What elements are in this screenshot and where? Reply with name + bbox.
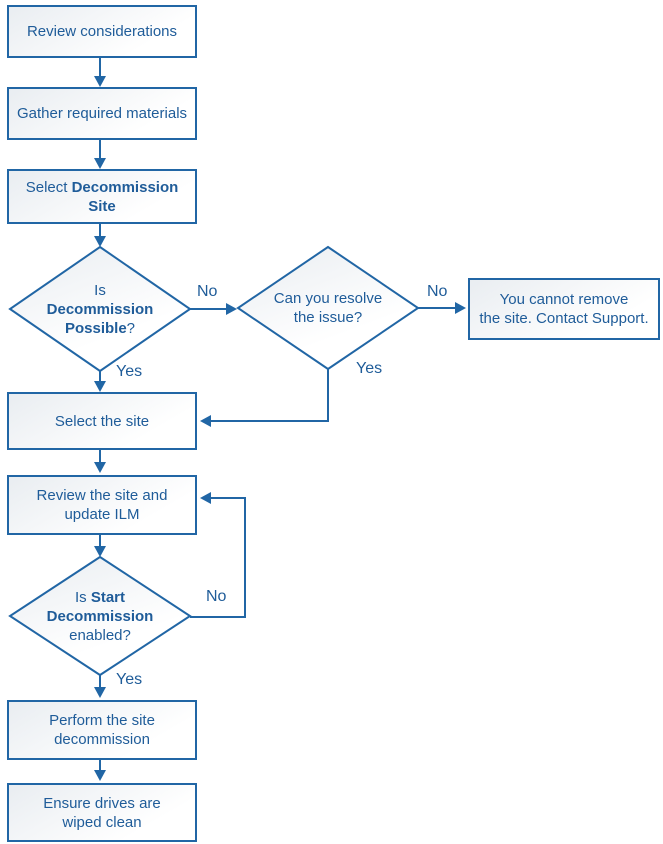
label-diamond2-no: No [427, 283, 448, 300]
diamond-is-start-decommission-enabled [8, 555, 192, 677]
arrowhead-diamond3-yes [94, 687, 106, 698]
label-diamond1-no: No [197, 283, 218, 300]
cannot-remove-line1: You cannot remove [499, 291, 629, 308]
diamond-is-decommission-possible [8, 245, 192, 373]
label-diamond3-yes: Yes [116, 671, 143, 688]
node-review-considerations-label: Review considerations [26, 23, 178, 40]
node-perform-site-decommission: Perform the site decommission [7, 700, 197, 760]
node-select-the-site-label: Select the site [54, 412, 150, 430]
node-review-considerations: Review considerations [7, 5, 197, 58]
node-gather-required-materials: Gather required materials [7, 87, 197, 140]
review-ilm-line2: update ILM [64, 506, 140, 523]
node-select-decommission-site-label: Select Decommission Site [15, 178, 189, 216]
arrowhead-gather-to-select-decommission [94, 158, 106, 169]
arrowhead-diamond1-yes [94, 381, 106, 392]
perform-decommission-line2: decommission [54, 731, 150, 748]
label-diamond3-no: No [206, 588, 227, 605]
node-cannot-remove-site: You cannot remove the site. Contact Supp… [468, 278, 660, 340]
node-ensure-drives-wiped: Ensure drives are wiped clean [7, 783, 197, 842]
arrowhead-select-site-to-review-ilm [94, 462, 106, 473]
arrowhead-review-ilm-to-diamond3 [94, 546, 106, 557]
node-gather-required-materials-label: Gather required materials [16, 105, 188, 122]
node-select-decommission-site: Select Decommission Site [7, 169, 197, 224]
cannot-remove-line2: the site. Contact Support. [479, 310, 649, 327]
diamond-can-you-resolve [236, 245, 420, 371]
select-decommission-prefix: Select [25, 178, 72, 196]
perform-decommission-line1: Perform the site [49, 712, 155, 729]
review-ilm-line1: Review the site and [36, 487, 168, 504]
arrowhead-review-to-gather [94, 76, 106, 87]
ensure-drives-line1: Ensure drives are [43, 794, 161, 812]
edge-diamond2-yes [211, 369, 329, 422]
edge-diamond3-no-loop [190, 497, 246, 618]
node-select-the-site: Select the site [7, 392, 197, 450]
arrowhead-diamond3-no-loop [200, 492, 211, 504]
arrowhead-diamond2-yes [200, 415, 211, 427]
label-diamond2-yes: Yes [356, 360, 383, 377]
node-review-site-update-ilm: Review the site and update ILM [7, 475, 197, 535]
arrowhead-diamond2-no [455, 302, 466, 314]
label-diamond1-yes: Yes [116, 363, 143, 380]
select-decommission-bold: Decommission Site [71, 178, 179, 215]
ensure-drives-line2: wiped clean [62, 813, 142, 831]
arrowhead-select-decommission-to-diamond1 [94, 236, 106, 247]
arrowhead-perform-to-ensure [94, 770, 106, 781]
arrowhead-diamond1-no [226, 303, 237, 315]
